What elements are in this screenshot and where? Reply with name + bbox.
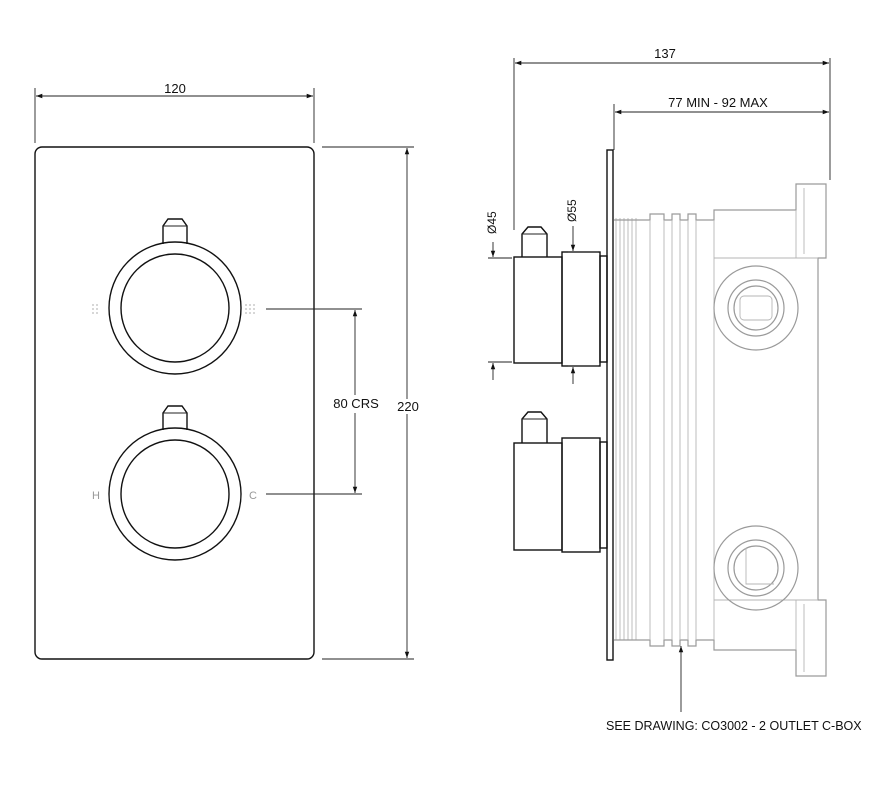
- reference-note: SEE DRAWING: CO3002 - 2 OUTLET C-BOX: [606, 719, 862, 733]
- hot-label: H: [92, 490, 100, 502]
- front-view: 120 220 80 CRS: [34, 81, 419, 660]
- width-dimension: 120: [34, 81, 315, 143]
- width-label: 120: [164, 81, 186, 96]
- dots-right-icon: [245, 304, 255, 314]
- cover-plate: [34, 146, 315, 660]
- adjust-dimension: 77 MIN - 92 MAX: [613, 95, 829, 150]
- dia45-label: Ø45: [485, 211, 499, 234]
- upper-handle-side: [513, 226, 608, 367]
- cold-label: C: [249, 490, 257, 502]
- depth-label: 137: [654, 46, 676, 61]
- wall-layers: [615, 218, 637, 640]
- adjust-label: 77 MIN - 92 MAX: [668, 95, 768, 110]
- upper-handle: [92, 218, 255, 375]
- plate-side: [606, 149, 614, 661]
- side-view: 137 77 MIN - 92 MAX: [485, 46, 862, 733]
- height-label: 220: [397, 399, 419, 414]
- height-dimension: 220: [322, 146, 419, 660]
- dia45-dimension: Ø45: [485, 211, 512, 380]
- centres-dimension: 80 CRS: [266, 308, 379, 495]
- dots-left-icon: [92, 304, 98, 314]
- lower-handle-side: [513, 411, 608, 553]
- depth-dimension: 137: [513, 46, 831, 230]
- concealed-box: [614, 183, 827, 677]
- lower-handle: H C: [92, 405, 257, 561]
- dia55-dimension: Ø55: [565, 199, 598, 384]
- centres-label: 80 CRS: [333, 396, 379, 411]
- lower-port: [713, 525, 799, 611]
- dia55-label: Ø55: [565, 199, 579, 222]
- reference-leader: SEE DRAWING: CO3002 - 2 OUTLET C-BOX: [606, 646, 862, 733]
- upper-port: [713, 265, 799, 351]
